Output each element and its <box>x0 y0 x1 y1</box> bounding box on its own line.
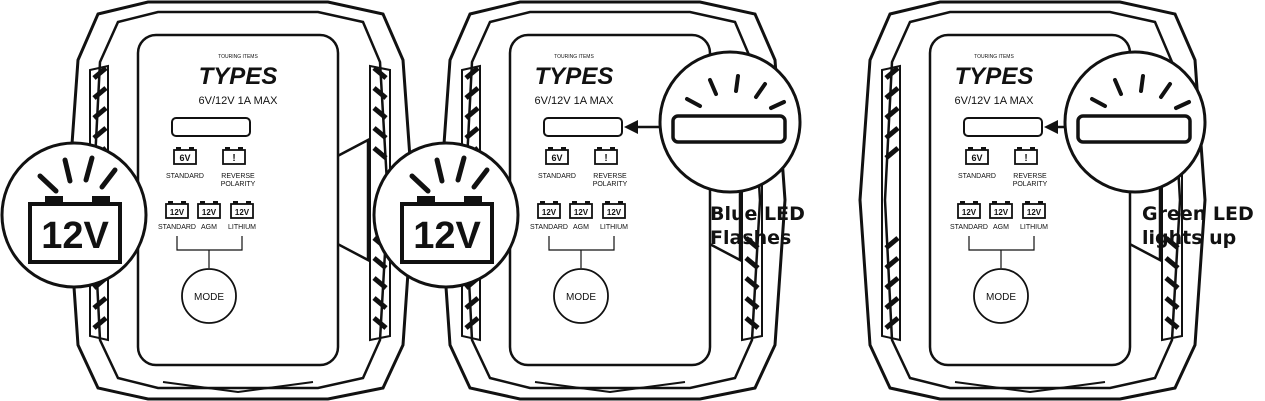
svg-text:12V: 12V <box>202 208 217 217</box>
zoom-12v-label: 12V <box>413 215 481 257</box>
polarity-label: POLARITY <box>593 181 628 188</box>
green-led-caption-line2: lights up <box>1142 227 1236 249</box>
zoom-12v-label: 12V <box>41 215 109 257</box>
polarity-label: POLARITY <box>221 181 256 188</box>
led-indicator <box>171 117 251 137</box>
standard-12v-label: STANDARD <box>950 224 988 231</box>
battery-12v-standard-icon: 12V <box>957 201 981 219</box>
zoom-battery-12v-callout-2: 12V <box>372 141 520 289</box>
panel-step-select-12v: TOURING ITEMS TYPES 6V/12V 1A MAX 6V STA… <box>68 2 413 399</box>
brand-small-label: TOURING ITEMS <box>554 54 594 60</box>
warning-icon: ! <box>594 147 618 165</box>
svg-text:!: ! <box>232 153 235 164</box>
blue-led-caption-line1: Blue LED <box>710 203 805 225</box>
svg-text:12V: 12V <box>994 208 1009 217</box>
standard-label: STANDARD <box>166 173 204 180</box>
svg-text:!: ! <box>604 153 607 164</box>
brand-small-label: TOURING ITEMS <box>974 54 1014 60</box>
led-indicator <box>963 117 1043 137</box>
svg-text:!: ! <box>1024 153 1027 164</box>
svg-text:12V: 12V <box>574 208 589 217</box>
spec-label: 6V/12V 1A MAX <box>955 95 1035 107</box>
brand-logo: TYPES <box>955 63 1034 90</box>
green-led-caption-line1: Green LED <box>1142 203 1254 225</box>
zoom-led-green-callout <box>1044 50 1207 194</box>
mode-label: MODE <box>566 292 596 303</box>
mode-button[interactable]: MODE <box>973 268 1029 324</box>
reverse-label: REVERSE <box>221 173 255 180</box>
panel-step-blue-led-flashes: TOURING ITEMS TYPES 6V/12V 1A MAX 6V STA… <box>440 2 785 399</box>
battery-12v-agm-icon: 12V <box>197 201 221 219</box>
svg-text:12V: 12V <box>607 208 622 217</box>
warning-icon: ! <box>222 147 246 165</box>
battery-12v-standard-icon: 12V <box>537 201 561 219</box>
battery-6v-icon: 6V <box>965 147 989 165</box>
svg-text:12V: 12V <box>235 208 250 217</box>
svg-text:12V: 12V <box>1027 208 1042 217</box>
polarity-label: POLARITY <box>1013 181 1048 188</box>
battery-12v-standard-icon: 12V <box>165 201 189 219</box>
svg-text:6V: 6V <box>179 153 190 163</box>
svg-text:12V: 12V <box>962 208 977 217</box>
standard-label: STANDARD <box>958 173 996 180</box>
battery-12v-lithium-icon: 12V <box>230 201 254 219</box>
zoom-led-blue-callout <box>624 50 802 194</box>
agm-label: AGM <box>993 224 1009 231</box>
svg-text:6V: 6V <box>971 153 982 163</box>
brand-small-label: TOURING ITEMS <box>218 54 258 60</box>
reverse-label: REVERSE <box>593 173 627 180</box>
panel-step-green-led-lights-up: TOURING ITEMS TYPES 6V/12V 1A MAX 6V STA… <box>860 2 1205 399</box>
agm-label: AGM <box>573 224 589 231</box>
mode-button[interactable]: MODE <box>181 268 237 324</box>
battery-6v-icon: 6V <box>545 147 569 165</box>
agm-label: AGM <box>201 224 217 231</box>
battery-12v-agm-icon: 12V <box>989 201 1013 219</box>
brand-logo: TYPES <box>535 63 614 90</box>
warning-icon: ! <box>1014 147 1038 165</box>
mode-label: MODE <box>986 292 1016 303</box>
svg-text:6V: 6V <box>551 153 562 163</box>
led-indicator <box>543 117 623 137</box>
blue-led-caption-line2: Flashes <box>710 227 791 249</box>
lithium-label: LITHIUM <box>1020 224 1048 231</box>
battery-12v-lithium-icon: 12V <box>1022 201 1046 219</box>
mode-label: MODE <box>194 292 224 303</box>
brand-logo: TYPES <box>199 63 278 90</box>
lithium-label: LITHIUM <box>228 224 256 231</box>
battery-12v-lithium-icon: 12V <box>602 201 626 219</box>
standard-label: STANDARD <box>538 173 576 180</box>
zoom-battery-12v-callout: 12V <box>0 141 148 289</box>
svg-text:12V: 12V <box>542 208 557 217</box>
reverse-label: REVERSE <box>1013 173 1047 180</box>
svg-text:12V: 12V <box>170 208 185 217</box>
spec-label: 6V/12V 1A MAX <box>535 95 615 107</box>
standard-12v-label: STANDARD <box>158 224 196 231</box>
mode-button[interactable]: MODE <box>553 268 609 324</box>
standard-12v-label: STANDARD <box>530 224 568 231</box>
lithium-label: LITHIUM <box>600 224 628 231</box>
battery-6v-icon: 6V <box>173 147 197 165</box>
battery-12v-agm-icon: 12V <box>569 201 593 219</box>
spec-label: 6V/12V 1A MAX <box>199 95 279 107</box>
